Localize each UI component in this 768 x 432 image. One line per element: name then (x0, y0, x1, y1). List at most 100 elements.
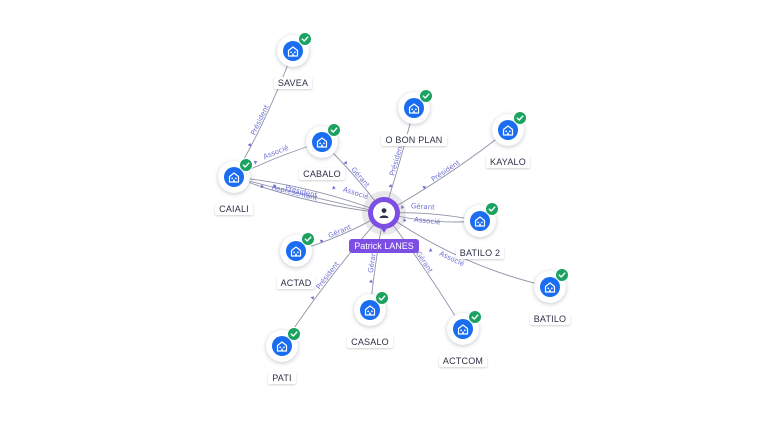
relation-label-group: Gérant (367, 248, 378, 283)
check-mark-icon (290, 331, 298, 337)
verified-check-icon (485, 202, 499, 216)
company-label: BATILO 2 (440, 243, 520, 261)
relation-arrow-icon (273, 184, 277, 189)
check-mark-icon (558, 272, 566, 278)
check-mark-icon (301, 36, 309, 42)
company-building-icon (287, 46, 299, 57)
check-mark-icon (516, 115, 524, 121)
check-mark-icon (488, 206, 496, 212)
relation-label-group: Gérant (401, 202, 435, 212)
relation-arrow-icon (319, 239, 324, 244)
company-circle (266, 327, 301, 362)
relation-arrow-icon (422, 186, 426, 190)
company-circle (354, 291, 389, 326)
company-building-icon (276, 341, 288, 352)
company-building-icon (290, 246, 302, 257)
relation-edge-person-caiali (233, 176, 385, 214)
company-name: PATI (268, 372, 296, 384)
relation-label: Gérant (367, 248, 378, 273)
company-label: ACTAD (256, 273, 336, 291)
company-label: CABALO (282, 164, 362, 182)
company-name: ACTCOM (438, 355, 488, 367)
company-building-icon (502, 125, 514, 136)
relation-arrow-icon (368, 279, 373, 283)
company-building-icon (457, 324, 469, 335)
verified-check-icon (327, 123, 341, 137)
relation-edge-person-caiali (233, 176, 385, 214)
company-icon-bg (470, 211, 490, 231)
check-mark-icon (422, 93, 430, 99)
company-building-icon (228, 172, 240, 183)
relation-arrow-icon (428, 248, 433, 252)
check-mark-icon (304, 236, 312, 242)
company-label: BATILO (510, 309, 590, 327)
company-circle (280, 232, 315, 267)
verified-check-icon (301, 232, 315, 246)
relation-arrow-icon (253, 160, 258, 165)
relation-arrow-icon (388, 184, 393, 188)
relation-arrow-icon (403, 218, 407, 223)
verified-check-icon (287, 327, 301, 341)
check-mark-icon (330, 127, 338, 133)
relation-label: Président (430, 159, 462, 184)
company-icon-bg (360, 300, 380, 320)
company-label: CAIALI (194, 199, 274, 217)
verified-check-icon (419, 89, 433, 103)
relation-label: Associé (414, 216, 441, 227)
relation-arrow-icon (260, 184, 264, 189)
company-label: PATI (242, 368, 322, 386)
check-mark-icon (378, 295, 386, 301)
company-icon-bg (312, 132, 332, 152)
company-name: CASALO (347, 336, 393, 348)
company-icon-bg (283, 41, 303, 61)
company-building-icon (316, 137, 328, 148)
relation-label-group: Président (388, 143, 405, 188)
person-label: Patrick LANES (334, 236, 434, 254)
relation-edge-person-kayalo (383, 129, 509, 214)
relation-label-group: Président (247, 103, 271, 147)
company-icon-bg (498, 120, 518, 140)
company-circle (464, 202, 499, 237)
relation-arrow-icon (247, 143, 252, 147)
company-name: CABALO (299, 168, 345, 180)
verified-check-icon (555, 268, 569, 282)
verified-check-icon (298, 32, 312, 46)
company-icon-bg (286, 241, 306, 261)
person-name: Patrick LANES (349, 239, 419, 253)
person-icon (379, 208, 389, 218)
relation-arrow-icon (343, 160, 347, 165)
company-circle (277, 32, 312, 67)
company-name: KAYALO (486, 156, 530, 168)
relation-arrow-icon (332, 185, 336, 190)
person-icon-bg (373, 202, 395, 224)
verified-check-icon (239, 158, 253, 172)
company-name: CAIALI (215, 203, 253, 215)
company-name: BATILO (529, 313, 571, 325)
company-circle (534, 268, 569, 303)
relation-label-group: Associé (253, 144, 290, 165)
relation-label-group: Président (422, 159, 462, 190)
relation-edge-person-caiali (233, 176, 385, 214)
company-label: SAVEA (253, 73, 333, 91)
company-icon-bg (404, 98, 424, 118)
company-label: CASALO (330, 332, 410, 350)
verified-check-icon (513, 111, 527, 125)
check-mark-icon (471, 314, 479, 320)
company-icon-bg (224, 167, 244, 187)
check-mark-icon (242, 162, 250, 168)
relation-label: Gérant (411, 202, 436, 211)
company-label: ACTCOM (423, 351, 503, 369)
company-building-icon (408, 103, 420, 114)
company-building-icon (364, 305, 376, 316)
company-name: ACTAD (276, 277, 316, 289)
company-circle (492, 111, 527, 146)
company-name: O BON PLAN (381, 134, 447, 146)
company-label: O BON PLAN (374, 130, 454, 148)
company-icon-bg (272, 336, 292, 356)
verified-check-icon (468, 310, 482, 324)
company-icon-bg (453, 319, 473, 339)
company-circle (218, 158, 253, 193)
company-circle (398, 89, 433, 124)
company-name: BATILO 2 (455, 247, 505, 259)
